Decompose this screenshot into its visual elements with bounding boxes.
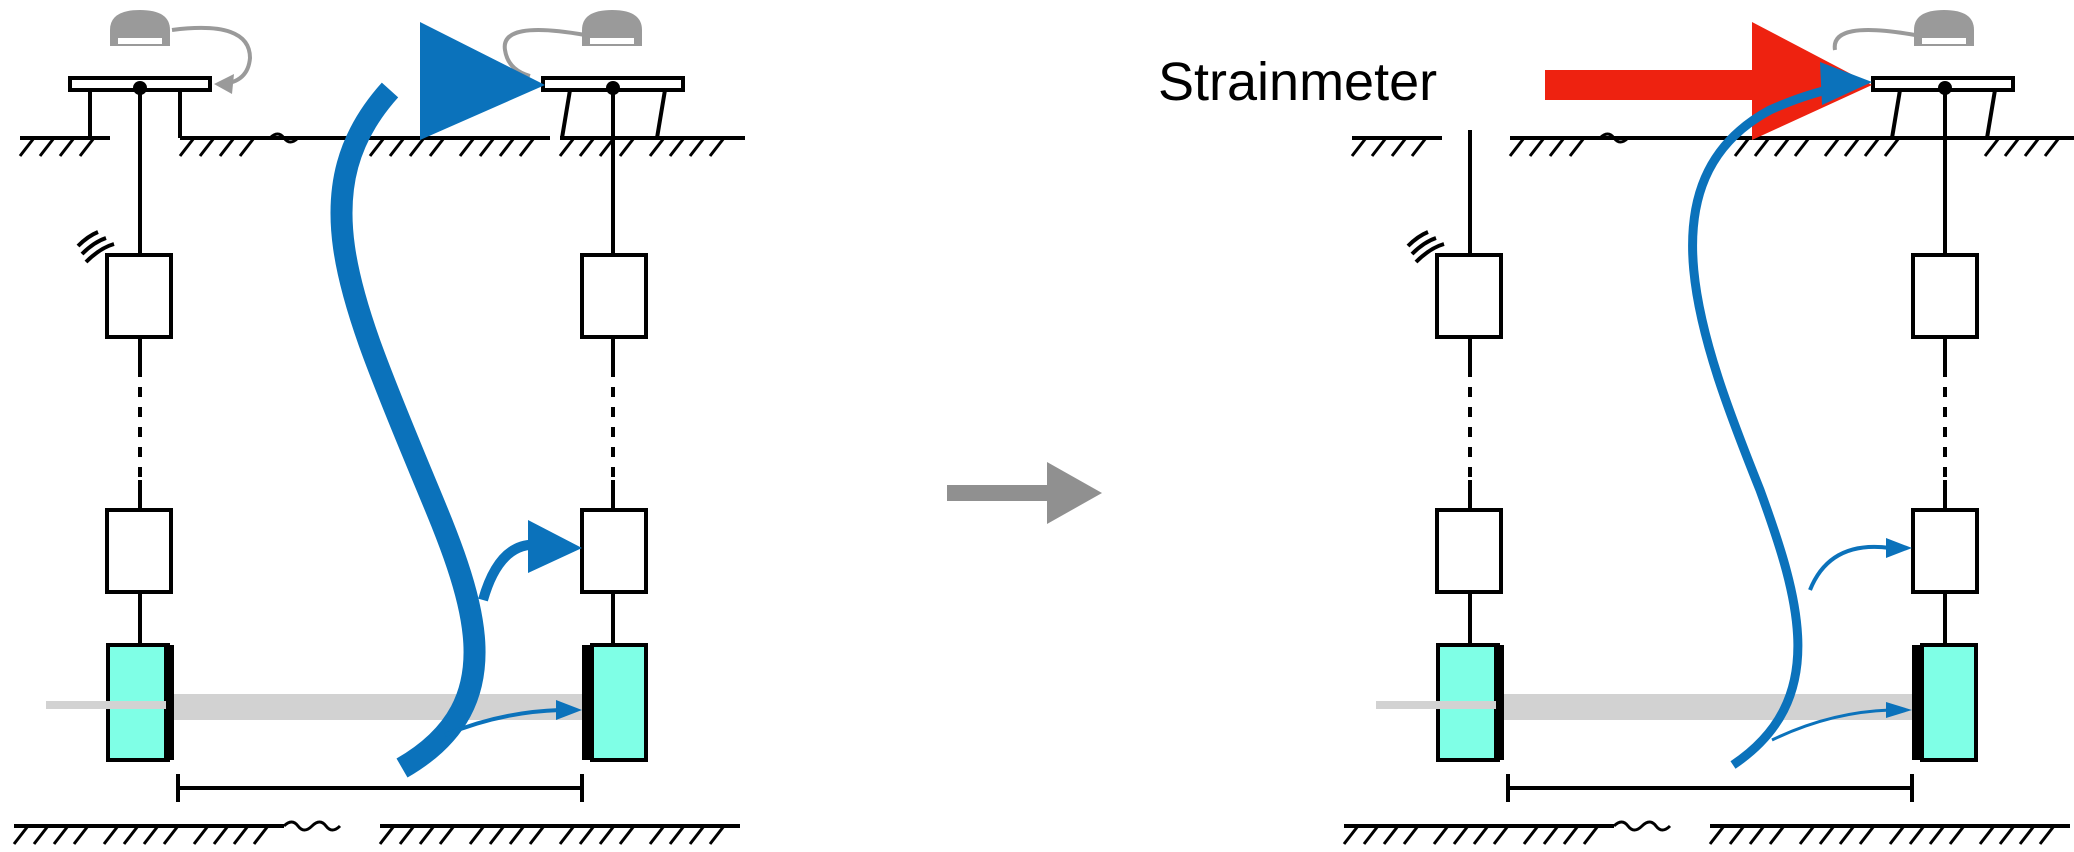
transition-arrow-icon <box>947 462 1102 524</box>
right-surface-ground <box>1350 132 2074 158</box>
right-baseline-bar <box>1506 774 1914 802</box>
right-borehole-panel: Strainmeter <box>1158 10 2074 846</box>
left-borehole-panel <box>12 10 745 846</box>
right-well-b <box>1832 10 2015 762</box>
left-well-a <box>68 10 253 762</box>
right-blue-signal-arrows <box>1688 62 1912 769</box>
left-bottom-ground <box>12 820 742 846</box>
left-baseline-bar <box>176 774 584 802</box>
strainmeter-arrow-icon <box>1545 22 1872 140</box>
left-surface-ground <box>18 132 745 158</box>
right-well-a <box>1406 130 1504 762</box>
left-well-b <box>502 10 685 762</box>
left-blue-signal-arrows <box>330 22 582 778</box>
right-bottom-ground <box>1342 820 2072 846</box>
strainmeter-label: Strainmeter <box>1158 52 1437 112</box>
